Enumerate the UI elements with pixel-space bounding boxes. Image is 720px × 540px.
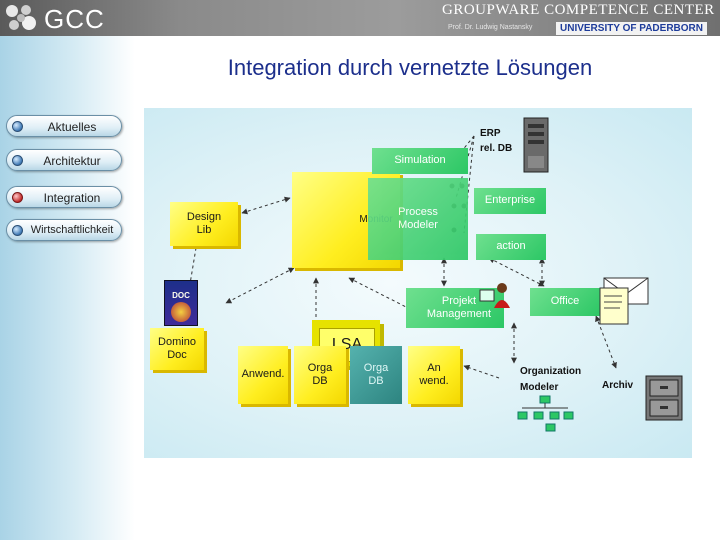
book-cover-text: DOC xyxy=(172,291,190,300)
org-chart-icon xyxy=(517,395,574,432)
orga-db-box-2: Orga DB xyxy=(350,346,402,404)
design-lib-box: Design Lib xyxy=(170,202,238,246)
nav-item-architektur[interactable]: Architektur xyxy=(6,149,122,171)
page-title: Integration durch vernetzte Lösungen xyxy=(227,55,593,80)
office-box: Office xyxy=(530,288,600,316)
process-modeler-label: Process Modeler xyxy=(398,205,438,231)
mail-document-icon xyxy=(599,277,649,325)
file-cabinet-icon xyxy=(645,375,683,421)
domino-doc-box: Domino Doc xyxy=(150,328,204,370)
erp-label: ERP rel. DB xyxy=(480,128,513,154)
institution-block: GROUPWARE COMPETENCE CENTER Prof. Dr. Lu… xyxy=(442,2,716,35)
domino-doc-label: Domino Doc xyxy=(158,335,196,361)
book-cover-image: DOC xyxy=(164,280,198,326)
header-bar: GCC GROUPWARE COMPETENCE CENTER Prof. Dr… xyxy=(0,0,720,36)
gcc-logo-icon xyxy=(6,5,36,30)
nav-item-wirtschaftlichkeit[interactable]: Wirtschaftlichkeit xyxy=(6,219,122,241)
simulation-box: Simulation xyxy=(372,148,468,174)
action-box: action xyxy=(476,234,546,260)
orga-db-box-1: Orga DB xyxy=(294,346,346,404)
process-modeler-box: Process Modeler xyxy=(368,178,468,260)
anwend-box-2: An wend. xyxy=(408,346,460,404)
nav-label: Aktuelles xyxy=(47,120,97,134)
anwend-label: Anwend. xyxy=(241,368,285,381)
bullet-icon-active xyxy=(12,192,23,203)
simulation-label: Simulation xyxy=(394,154,446,167)
orga-db-label-2: Orga DB xyxy=(363,361,389,387)
anwend-label-2: An wend. xyxy=(419,361,449,387)
nav-label: Integration xyxy=(43,191,101,205)
nav-item-aktuelles[interactable]: Aktuelles xyxy=(6,115,122,137)
user-at-computer-icon xyxy=(479,283,510,308)
nav-label: Wirtschaftlichkeit xyxy=(30,224,114,236)
bullet-icon xyxy=(12,155,23,166)
bullet-icon xyxy=(12,121,23,132)
design-lib-label: Design Lib xyxy=(186,210,222,236)
enterprise-label: Enterprise xyxy=(484,194,536,207)
nav-item-integration[interactable]: Integration xyxy=(6,186,122,208)
enterprise-box: Enterprise xyxy=(474,188,546,214)
integration-diagram: Design Lib Monitor Simulation Process Mo… xyxy=(144,108,692,458)
orga-db-label-1: Orga DB xyxy=(307,361,333,387)
nav-label: Architektur xyxy=(43,154,101,168)
archiv-label: Archiv xyxy=(602,380,634,391)
center-name: GROUPWARE COMPETENCE CENTER xyxy=(442,2,715,18)
anwend-box: Anwend. xyxy=(238,346,288,404)
office-label: Office xyxy=(550,295,580,308)
left-sidebar-background xyxy=(0,36,135,540)
projekt-management-label: Projekt Management xyxy=(426,294,492,320)
logo-text: GCC xyxy=(44,4,105,34)
server-icon xyxy=(523,117,549,173)
professor-name: Prof. Dr. Ludwig Nastansky xyxy=(448,24,533,31)
org-modeler-label: Organization Modeler xyxy=(520,366,582,393)
university-name: UNIVERSITY OF PADERBORN xyxy=(556,22,707,35)
bullet-icon xyxy=(12,225,23,236)
action-label: action xyxy=(496,240,526,253)
